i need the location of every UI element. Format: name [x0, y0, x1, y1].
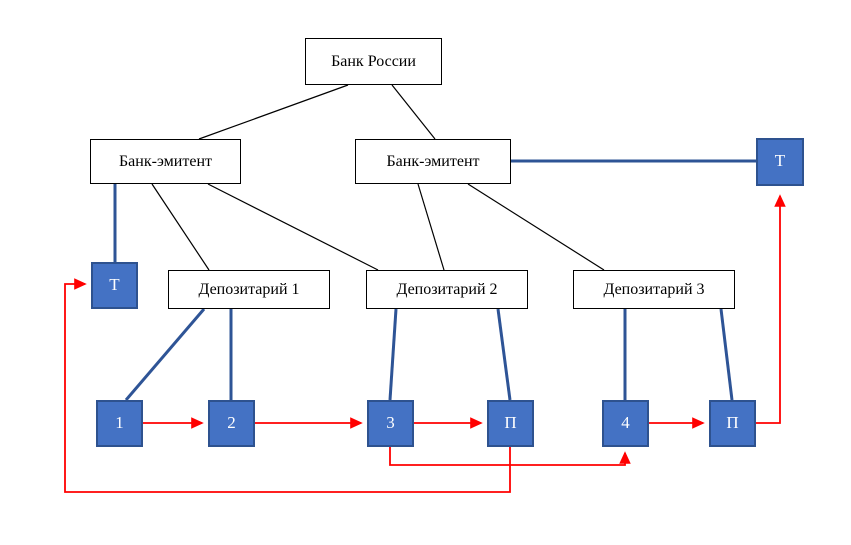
node-merchant-2[interactable]: П: [709, 400, 756, 447]
flow-merchant1-terminal-left: [64, 278, 511, 493]
link-dep1-wallet1: [124, 308, 206, 401]
node-wallet-3-label: 3: [386, 412, 395, 432]
node-merchant-1-label: П: [504, 412, 517, 432]
node-merchant-2-label: П: [726, 412, 739, 432]
flow-merchant2-terminal-right: [756, 194, 786, 424]
link-cb-issuer2: [391, 84, 436, 140]
link-dep2-merchant1: [496, 308, 512, 401]
node-depositary-2[interactable]: Депозитарий 2: [366, 270, 528, 309]
link-issuer2-dep2: [417, 183, 445, 271]
node-issuer-bank-2-label: Банк-эмитент: [386, 152, 480, 170]
flow-wallet3-wallet4: [389, 447, 631, 466]
hierarchy-links: [151, 84, 605, 271]
node-depositary-2-label: Депозитарий 2: [396, 280, 498, 298]
node-wallet-1-label: 1: [115, 412, 124, 432]
node-wallet-4[interactable]: 4: [602, 400, 649, 447]
node-wallet-2[interactable]: 2: [208, 400, 255, 447]
node-wallet-2-label: 2: [227, 412, 236, 432]
link-dep2-wallet3: [388, 308, 398, 401]
node-wallet-1[interactable]: 1: [96, 400, 143, 447]
node-depositary-1[interactable]: Депозитарий 1: [168, 270, 330, 309]
node-terminal-right[interactable]: Т: [756, 138, 804, 186]
custody-links: [113, 159, 756, 401]
node-merchant-1[interactable]: П: [487, 400, 534, 447]
node-terminal-left-label: Т: [109, 274, 120, 294]
node-depositary-3[interactable]: Депозитарий 3: [573, 270, 735, 309]
node-wallet-3[interactable]: 3: [367, 400, 414, 447]
node-central-bank[interactable]: Банк России: [305, 38, 442, 85]
node-terminal-right-label: Т: [774, 151, 786, 170]
node-issuer-bank-1[interactable]: Банк-эмитент: [90, 139, 241, 184]
link-issuer1-dep2: [207, 183, 379, 271]
node-issuer-bank-2[interactable]: Банк-эмитент: [355, 139, 511, 184]
node-central-bank-label: Банк России: [331, 52, 416, 70]
node-terminal-left[interactable]: Т: [91, 262, 138, 309]
link-issuer1-dep1: [151, 183, 210, 271]
link-issuer2-dep3: [467, 183, 605, 271]
link-cb-issuer1: [198, 84, 349, 140]
node-depositary-1-label: Депозитарий 1: [198, 280, 300, 298]
node-issuer-bank-1-label: Банк-эмитент: [118, 152, 212, 170]
node-depositary-3-label: Депозитарий 3: [603, 280, 705, 298]
node-wallet-4-label: 4: [621, 412, 630, 432]
link-dep3-merchant2: [719, 308, 734, 401]
flow-arrows: [64, 194, 786, 493]
